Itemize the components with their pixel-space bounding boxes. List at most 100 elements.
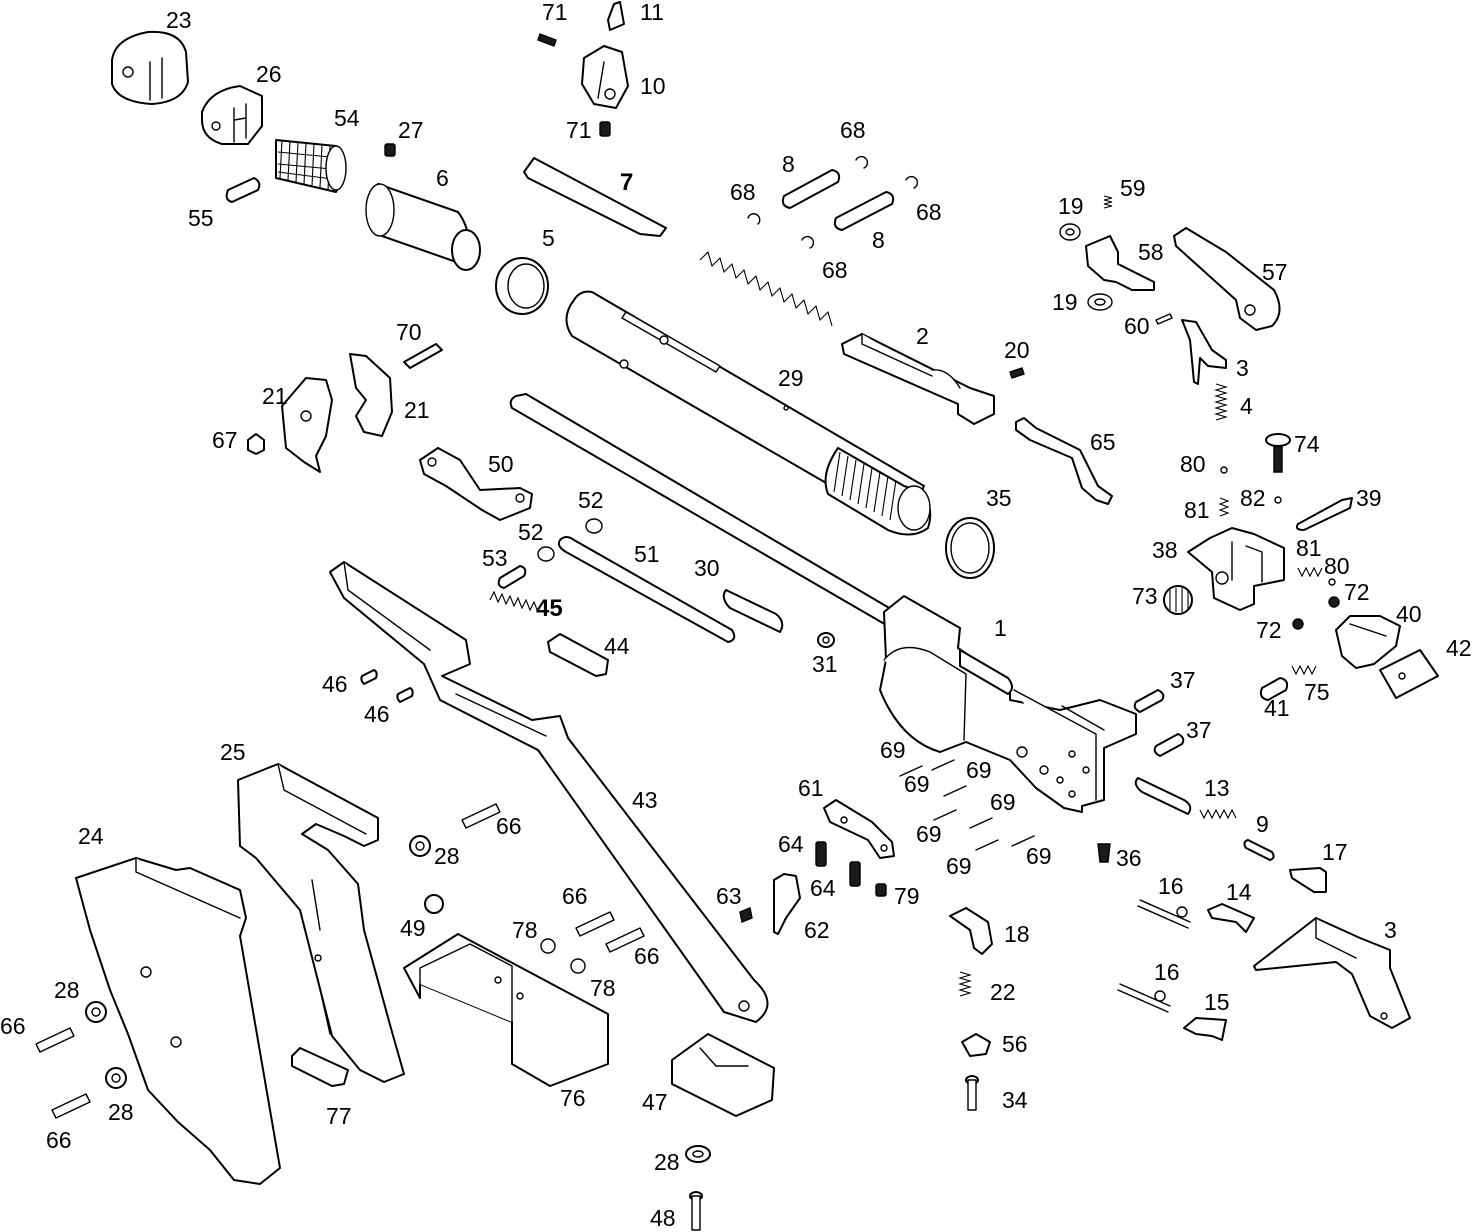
part-spring-9 — [1199, 808, 1237, 820]
part-38-housing — [1187, 527, 1285, 611]
part-66-screws — [35, 803, 645, 1119]
part-65-link — [1015, 417, 1113, 505]
part-68-circlips — [747, 155, 919, 249]
label-46-b: 46 — [364, 701, 390, 727]
label-18: 18 — [1004, 921, 1030, 947]
label-75: 75 — [1304, 679, 1330, 705]
label-35: 35 — [986, 485, 1012, 511]
label-66-c: 66 — [634, 943, 660, 969]
label-20: 20 — [1004, 337, 1030, 363]
label-81-b: 81 — [1296, 535, 1322, 561]
part-40-block — [1335, 615, 1401, 669]
label-63: 63 — [716, 883, 742, 909]
part-3-trigger-bar — [1181, 319, 1227, 385]
label-68-d: 68 — [822, 257, 848, 283]
part-23-cap — [111, 30, 189, 105]
part-51-rod — [557, 536, 736, 643]
label-19-a: 19 — [1058, 193, 1084, 219]
part-17-catch — [1289, 867, 1327, 893]
label-58: 58 — [1138, 239, 1164, 265]
part-43-lever — [329, 561, 769, 1023]
label-15: 15 — [1204, 989, 1230, 1015]
part-47-weight — [671, 1033, 775, 1117]
part-9-pin — [1243, 839, 1275, 861]
part-70-screw — [403, 343, 443, 369]
label-69-b: 69 — [966, 757, 992, 783]
label-55: 55 — [188, 205, 214, 231]
part-75-spring — [1291, 664, 1317, 676]
part-46-pins — [360, 669, 414, 703]
part-62-trigger — [773, 873, 801, 935]
label-67: 67 — [212, 427, 238, 453]
label-24: 24 — [78, 823, 104, 849]
label-3-bottom: 3 — [1384, 917, 1397, 943]
part-4-spring — [1214, 383, 1228, 421]
label-14: 14 — [1226, 879, 1252, 905]
label-73: 73 — [1132, 583, 1158, 609]
label-76: 76 — [560, 1085, 586, 1111]
label-36: 36 — [1116, 845, 1142, 871]
label-78-a: 78 — [512, 917, 538, 943]
label-28-a: 28 — [434, 843, 460, 869]
part-74-knob — [1265, 433, 1291, 473]
part-28-washers — [85, 835, 711, 1163]
part-81-spring-upper — [1218, 497, 1230, 517]
part-56-block — [961, 1033, 991, 1057]
part-35-o-ring — [945, 517, 995, 579]
label-52-b: 52 — [518, 519, 544, 545]
part-59-spring — [1103, 195, 1113, 209]
part-55-pin — [225, 177, 261, 203]
part-10-sight-block — [581, 45, 629, 109]
part-71-screw-top — [537, 33, 557, 47]
label-66-d: 66 — [0, 1013, 26, 1039]
label-28-b: 28 — [54, 977, 80, 1003]
label-69-c: 69 — [904, 771, 930, 797]
label-69-e: 69 — [916, 821, 942, 847]
label-34: 34 — [1002, 1087, 1028, 1113]
part-60-pin — [1155, 313, 1173, 325]
part-80-ball-upper — [1220, 466, 1228, 474]
label-54: 54 — [334, 105, 360, 131]
part-36-screw — [1097, 843, 1111, 863]
label-51: 51 — [634, 541, 660, 567]
part-7-leaf-spring — [523, 157, 667, 237]
label-4: 4 — [1240, 393, 1253, 419]
label-37-a: 37 — [1170, 667, 1196, 693]
label-46-a: 46 — [322, 671, 348, 697]
label-17: 17 — [1322, 839, 1348, 865]
label-69-d: 69 — [990, 789, 1016, 815]
label-81-a: 81 — [1184, 497, 1210, 523]
label-22: 22 — [990, 979, 1016, 1005]
part-61-link — [823, 799, 895, 859]
part-77-block — [291, 1047, 349, 1087]
label-77: 77 — [326, 1103, 352, 1129]
part-50-link — [419, 447, 533, 521]
part-58-sear — [1085, 235, 1155, 291]
part-14-lever — [1207, 903, 1255, 933]
part-5-ring — [495, 257, 549, 315]
label-69-a: 69 — [880, 737, 906, 763]
label-78-b: 78 — [590, 975, 616, 1001]
label-48: 48 — [650, 1205, 676, 1231]
label-66-b: 66 — [562, 883, 588, 909]
label-19-b: 19 — [1052, 289, 1078, 315]
part-81-spring-lower — [1297, 566, 1323, 578]
label-66-a: 66 — [496, 813, 522, 839]
part-57-hammer — [1173, 227, 1281, 331]
part-11-blade — [607, 1, 625, 31]
part-52-washers — [537, 518, 603, 562]
label-28-d: 28 — [654, 1149, 680, 1175]
label-70: 70 — [396, 319, 422, 345]
label-7: 7 — [620, 169, 633, 196]
label-41: 41 — [1264, 695, 1290, 721]
label-71-top: 71 — [542, 0, 568, 25]
label-80-b: 80 — [1324, 553, 1350, 579]
label-8-a: 8 — [782, 151, 795, 177]
label-25: 25 — [220, 739, 246, 765]
label-69-g: 69 — [946, 853, 972, 879]
label-72-a: 72 — [1344, 579, 1370, 605]
label-28-c: 28 — [108, 1099, 134, 1125]
label-31: 31 — [812, 651, 838, 677]
label-72-b: 72 — [1256, 617, 1282, 643]
label-66-e: 66 — [46, 1127, 72, 1153]
